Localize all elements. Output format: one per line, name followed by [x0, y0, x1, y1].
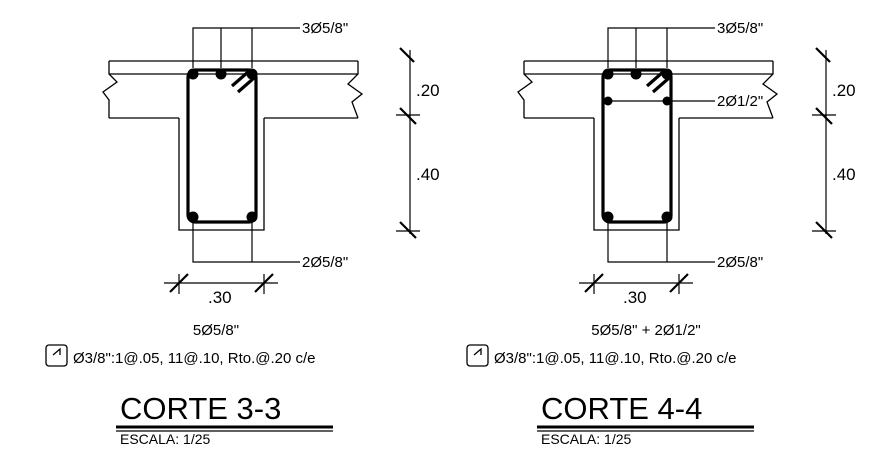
- bottom-bars-label: 2Ø5/8": [302, 254, 348, 271]
- web-depth-label: .40: [416, 165, 440, 184]
- mid-rebar: [603, 96, 715, 106]
- stirrups-spec-label: Ø3/8":1@.05, 11@.10, Rto.@.20 c/e: [494, 350, 737, 367]
- vertical-dimension: [812, 47, 836, 239]
- section-4-4: 3Ø5/8" 2Ø1/2" 2Ø5/8" .20 .40 .30 5Ø5/8" …: [466, 20, 856, 447]
- web-depth-label: .40: [832, 165, 856, 184]
- bottom-bars-leader: [192, 222, 300, 263]
- mid-bars-label: 2Ø1/2": [717, 93, 763, 110]
- slab-depth-label: .20: [416, 81, 440, 100]
- width-label: .30: [623, 288, 647, 307]
- section-title: CORTE 3-3: [120, 391, 281, 426]
- bars-summary-label: 5Ø5/8": [193, 322, 239, 339]
- section-title: CORTE 4-4: [541, 391, 702, 426]
- stirrup-icon: [45, 344, 68, 367]
- top-bars-leader: [607, 27, 715, 68]
- horizontal-dimension: [579, 273, 693, 294]
- bottom-bars-label: 2Ø5/8": [717, 254, 763, 271]
- scale-label: ESCALA: 1/25: [120, 431, 210, 447]
- slab-outline: [102, 60, 364, 119]
- width-label: .30: [208, 288, 232, 307]
- top-rebar: [187, 68, 258, 80]
- top-bars-label: 3Ø5/8": [717, 20, 763, 37]
- bottom-bars-leader: [607, 222, 715, 263]
- vertical-dimension: [396, 47, 420, 239]
- section-3-3: 3Ø5/8" 2Ø5/8" .20 .40 .30 5Ø5/8": [45, 20, 440, 447]
- slab-outline: [517, 60, 779, 119]
- top-bars-label: 3Ø5/8": [302, 20, 348, 37]
- beam-web: [593, 118, 680, 231]
- stirrups-spec-label: Ø3/8":1@.05, 11@.10, Rto.@.20 c/e: [73, 350, 316, 367]
- bottom-rebar: [602, 211, 673, 223]
- stirrup-icon: [466, 344, 489, 367]
- horizontal-dimension: [164, 273, 278, 294]
- stirrup: [601, 68, 673, 224]
- top-bars-leader: [192, 27, 300, 68]
- slab-depth-label: .20: [832, 81, 856, 100]
- top-rebar: [602, 68, 673, 80]
- beam-web: [178, 118, 265, 231]
- stirrup: [186, 68, 258, 224]
- scale-label: ESCALA: 1/25: [541, 431, 631, 447]
- bars-summary-label: 5Ø5/8" + 2Ø1/2": [591, 322, 700, 339]
- bottom-rebar: [187, 211, 258, 223]
